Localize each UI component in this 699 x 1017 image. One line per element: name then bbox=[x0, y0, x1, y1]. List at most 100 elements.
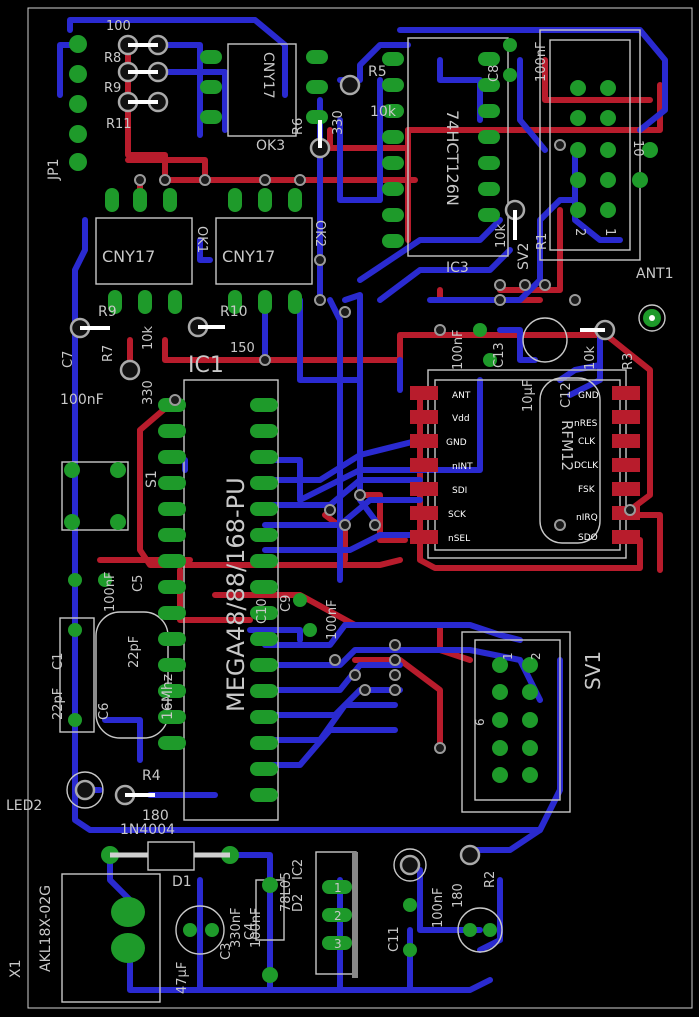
label-pin10: 10 bbox=[630, 140, 645, 157]
label-c12: C12 bbox=[559, 382, 574, 408]
label-s1: S1 bbox=[144, 470, 160, 488]
label-cny17-ok2: CNY17 bbox=[222, 247, 275, 266]
label-c12-val: 10µF bbox=[521, 380, 536, 412]
rfm-pin-sdi: SDI bbox=[452, 486, 467, 496]
rfm12-pads bbox=[410, 386, 640, 544]
label-r1: R1 bbox=[535, 233, 550, 250]
label-c4: C4 bbox=[243, 923, 258, 940]
label-r6-val: 330 bbox=[331, 110, 346, 135]
label-c7: C7 bbox=[61, 351, 76, 368]
label-r6: R6 bbox=[291, 118, 306, 135]
label-c8-val: 100nF bbox=[534, 41, 549, 82]
label-xtal: 16Mhz bbox=[160, 674, 176, 720]
label-c2-val: 47µF bbox=[175, 962, 190, 994]
label-r100: 100 bbox=[106, 19, 131, 34]
label-r3-val: 10k bbox=[583, 345, 598, 370]
label-jp1: JP1 bbox=[46, 159, 62, 181]
label-akl: AKL18X-02G bbox=[38, 885, 54, 972]
rfm-pin-dclk: DCLK bbox=[574, 461, 599, 471]
label-ok1: OK1 bbox=[194, 226, 209, 253]
label-c3-val: 330nF bbox=[229, 907, 244, 948]
label-x1: X1 bbox=[8, 960, 24, 979]
label-sv1: SV1 bbox=[581, 651, 605, 690]
label-r5-val: 10k bbox=[370, 104, 397, 120]
label-sv1-6: 6 bbox=[473, 718, 487, 726]
rfm-pin-nint: nINT bbox=[452, 462, 473, 472]
label-c9-val: 100nF bbox=[325, 599, 340, 640]
label-r4: R4 bbox=[142, 768, 161, 784]
label-c13: C13 bbox=[492, 342, 507, 368]
label-c6: C6 bbox=[97, 703, 112, 720]
label-r10: R10 bbox=[220, 304, 248, 320]
label-c1-val: 22pF bbox=[51, 688, 66, 720]
rfm-pin-ant: ANT bbox=[452, 391, 471, 401]
label-r10-val: 150 bbox=[230, 341, 255, 356]
label-c5: C5 bbox=[131, 575, 146, 592]
label-r7-val: 330 bbox=[141, 380, 156, 405]
label-1n4004: 1N4004 bbox=[120, 822, 175, 838]
label-r9: R9 bbox=[104, 81, 121, 96]
label-sv1-2: 2 bbox=[529, 652, 543, 660]
label-mega: MEGA48/88/168-PU bbox=[222, 477, 250, 712]
label-r3: R3 bbox=[621, 353, 636, 370]
label-c10: C10 bbox=[255, 598, 270, 624]
component-bodies bbox=[80, 43, 605, 797]
label-ok3: OK3 bbox=[256, 138, 285, 154]
rfm-pin-gnd: GND bbox=[446, 438, 467, 448]
label-ic2-pin3: 3 bbox=[334, 937, 342, 951]
label-rfm12: RFM12 bbox=[558, 420, 576, 471]
label-c8: C8 bbox=[487, 65, 502, 82]
label-pin2: 2 bbox=[572, 228, 587, 236]
label-r2: R2 bbox=[483, 871, 498, 888]
label-pin1: 1 bbox=[602, 228, 617, 236]
label-r9-ok: R9 bbox=[98, 304, 117, 320]
label-r7: R7 bbox=[101, 345, 116, 362]
silk-labels: JP1 100 R8 R9 R11 CNY17 OK3 R6 330 R5 10… bbox=[6, 19, 674, 994]
label-ic1: IC1 bbox=[188, 353, 224, 378]
rfm-pin-sck: SCK bbox=[448, 510, 467, 520]
label-r8: R8 bbox=[104, 51, 121, 66]
label-c5-val: 100nF bbox=[103, 571, 118, 612]
label-ic2: IC2 bbox=[291, 859, 306, 880]
label-c6-val: 22pF bbox=[127, 636, 142, 668]
label-r2-val: 180 bbox=[451, 883, 466, 908]
rfm-pin-sdo: SDO bbox=[578, 533, 598, 543]
label-c11-val: 100nF bbox=[431, 887, 446, 928]
label-ic2-pin2: 2 bbox=[334, 909, 342, 923]
component-pads bbox=[64, 35, 658, 983]
label-78l05: 78L05 bbox=[279, 872, 294, 912]
label-sv2: SV2 bbox=[516, 243, 532, 270]
label-r9-val: 10k bbox=[141, 325, 156, 350]
label-ic2-pin1: 1 bbox=[334, 881, 342, 895]
label-c7-val: 100nF bbox=[60, 392, 104, 408]
rfm-pin-vdd: Vdd bbox=[452, 414, 470, 424]
rfm-pin-gnd2: GND bbox=[578, 391, 599, 401]
label-d2: D2 bbox=[291, 894, 306, 912]
label-ant1: ANT1 bbox=[636, 266, 674, 282]
label-ok2: OK2 bbox=[312, 220, 327, 247]
label-r11: R11 bbox=[106, 117, 132, 132]
label-c9: C9 bbox=[279, 595, 294, 612]
label-c11: C11 bbox=[387, 926, 402, 952]
board-outline bbox=[27, 7, 693, 1009]
label-c1: C1 bbox=[51, 653, 66, 670]
rfm-pin-clk: CLK bbox=[578, 437, 596, 447]
label-c13-val: 100nF bbox=[451, 329, 466, 370]
label-ic3: IC3 bbox=[446, 260, 469, 276]
rfm-pin-nirq: nIRQ bbox=[576, 513, 598, 523]
label-74hct126n: 74HCT126N bbox=[443, 110, 462, 206]
label-c3: C3 bbox=[219, 943, 234, 960]
label-led2: LED2 bbox=[6, 798, 42, 814]
label-cny17-ok1: CNY17 bbox=[102, 247, 155, 266]
ic2-tab bbox=[352, 852, 358, 978]
rfm-pin-nres: nRES bbox=[574, 419, 598, 429]
rfm-pin-nsel: nSEL bbox=[448, 534, 470, 544]
label-d1: D1 bbox=[172, 874, 192, 890]
label-cny17-ok3: CNY17 bbox=[260, 52, 276, 99]
rfm-pin-fsk: FSK bbox=[578, 485, 596, 495]
label-r1-val: 10k bbox=[494, 223, 509, 248]
label-sv1-1: 1 bbox=[501, 652, 515, 660]
label-r4-val: 180 bbox=[142, 808, 169, 824]
label-c4-val: 100nF bbox=[249, 907, 264, 948]
